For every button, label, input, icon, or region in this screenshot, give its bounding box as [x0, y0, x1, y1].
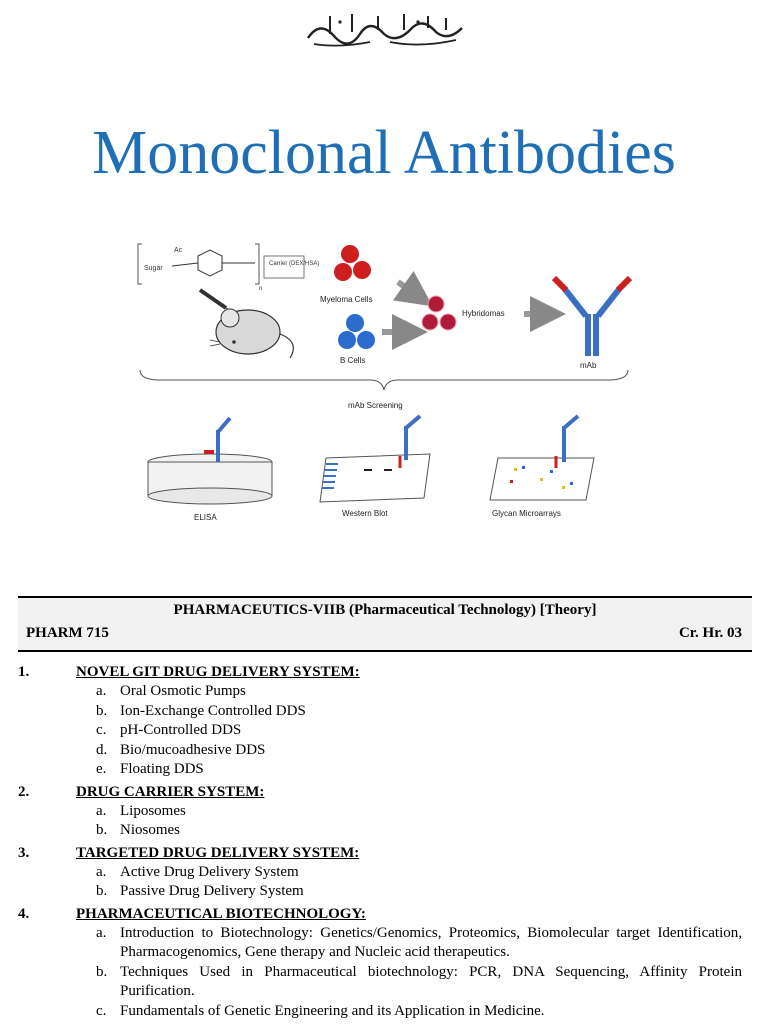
- carrier-label: Carrier (DEX/HSA): [269, 261, 319, 267]
- glycan-label: Glycan Microarrays: [492, 509, 561, 518]
- item-text: Niosomes: [120, 822, 180, 838]
- item-letter: a.: [96, 802, 107, 819]
- list-item: a. Liposomes: [18, 802, 748, 822]
- list-item: e. Floating DDS: [18, 760, 748, 780]
- ac-label: Ac: [174, 247, 183, 254]
- list-item: b. Niosomes: [18, 821, 748, 841]
- screening-label: mAb Screening: [348, 401, 403, 410]
- antibody-icon: [551, 275, 633, 356]
- syllabus-list: 1. NOVEL GIT DRUG DELIVERY SYSTEM: a. Ora…: [18, 662, 748, 1023]
- item-letter: b.: [96, 822, 108, 838]
- section-title: NOVEL GIT DRUG DELIVERY SYSTEM:: [76, 664, 360, 680]
- item-text: Oral Osmotic Pumps: [120, 683, 246, 699]
- item-text: Fundamentals of Genetic Engineering and …: [120, 1002, 545, 1019]
- section-number: 4.: [18, 905, 30, 922]
- course-header: PHARMACEUTICS-VIIB (Pharmaceutical Techn…: [18, 596, 752, 652]
- item-text: pH-Controlled DDS: [120, 722, 242, 738]
- grouping-brace: [139, 369, 629, 391]
- item-letter: b.: [96, 702, 108, 719]
- monoclonal-antibody-figure: Sugar Ac Carrier (DEX/HSA) n Myeloma Cel…: [137, 243, 633, 522]
- item-text: Bio/mucoadhesive DDS: [120, 741, 266, 758]
- section-title: TARGETED DRUG DELIVERY SYSTEM:: [76, 844, 360, 861]
- list-item: b. Techniques Used in Pharmaceutical biot…: [18, 963, 748, 1002]
- list-item: a. Oral Osmotic Pumps: [18, 682, 748, 702]
- list-item: a. Active Drug Delivery System: [18, 863, 748, 883]
- myeloma-cells-icon: [334, 245, 371, 281]
- item-letter: a.: [96, 863, 107, 880]
- page-title: Monoclonal Antibodies: [92, 119, 676, 187]
- elisa-plate-icon: [147, 416, 273, 505]
- section-heading: 2. DRUG CARRIER SYSTEM:: [18, 782, 748, 802]
- section-items: a. Oral Osmotic Pumps b. Ion-Exchange Cont…: [18, 682, 748, 780]
- section-heading: 4. PHARMACEUTICAL BIOTECHNOLOGY:: [18, 904, 748, 924]
- credit-hours: Cr. Hr. 03: [678, 625, 742, 641]
- western-blot-label: Western Blot: [342, 509, 388, 518]
- glycan-microarray-icon: [489, 414, 595, 501]
- item-text: Liposomes: [120, 802, 186, 819]
- course-code: PHARM 715: [26, 625, 109, 641]
- item-text: Active Drug Delivery System: [120, 863, 299, 880]
- list-item: c. pH-Controlled DDS: [18, 721, 748, 741]
- item-letter: a.: [96, 683, 107, 699]
- list-item: b. Ion-Exchange Controlled DDS: [18, 702, 748, 722]
- section-number: 3.: [18, 844, 30, 861]
- item-letter: a.: [96, 924, 107, 941]
- mab-label: mAb: [580, 361, 597, 370]
- b-cells-label: B Cells: [340, 356, 365, 365]
- list-item: a. Introduction to Biotechnology: Genetic…: [18, 924, 748, 963]
- b-cells-icon: [338, 314, 375, 349]
- course-title: PHARMACEUTICS-VIIB (Pharmaceutical Techn…: [173, 602, 597, 618]
- section-number: 2.: [18, 783, 30, 800]
- section-items: a. Active Drug Delivery System b. Passive …: [18, 863, 748, 902]
- chemical-structure: Sugar Ac Carrier (DEX/HSA) n: [137, 243, 319, 292]
- section-items: a. Introduction to Biotechnology: Genetic…: [18, 924, 748, 1022]
- item-letter: c.: [96, 722, 107, 738]
- mouse-icon: [209, 308, 294, 359]
- arrow-icon: [392, 270, 433, 307]
- item-text: Ion-Exchange Controlled DDS: [120, 702, 306, 719]
- item-letter: b.: [96, 963, 108, 980]
- item-text: Techniques Used in Pharmaceutical biotec…: [120, 963, 742, 1000]
- list-item: b. Passive Drug Delivery System: [18, 882, 748, 902]
- item-letter: c.: [96, 1002, 107, 1019]
- section-items: a. Liposomes b. Niosomes: [18, 802, 748, 841]
- n-label: n: [259, 286, 262, 292]
- section-title: DRUG CARRIER SYSTEM:: [76, 783, 265, 800]
- item-letter: d.: [96, 741, 108, 758]
- hybridomas-label: Hybridomas: [462, 309, 505, 318]
- myeloma-label: Myeloma Cells: [320, 295, 372, 304]
- item-text: Introduction to Biotechnology: Genetics/…: [120, 924, 742, 961]
- section-heading: 1. NOVEL GIT DRUG DELIVERY SYSTEM:: [18, 662, 748, 682]
- western-blot-icon: [319, 414, 431, 503]
- item-text: Passive Drug Delivery System: [120, 883, 304, 899]
- item-letter: e.: [96, 761, 107, 777]
- section-heading: 3. TARGETED DRUG DELIVERY SYSTEM:: [18, 843, 748, 863]
- elisa-label: ELISA: [194, 513, 217, 522]
- section-title: PHARMACEUTICAL BIOTECHNOLOGY:: [76, 905, 366, 922]
- bismillah-calligraphy: [307, 14, 463, 47]
- hybridoma-cells-icon: [421, 295, 457, 331]
- sugar-label: Sugar: [144, 265, 163, 272]
- list-item: d. Bio/mucoadhesive DDS: [18, 741, 748, 761]
- item-letter: b.: [96, 883, 108, 899]
- list-item: c. Fundamentals of Genetic Engineering an…: [18, 1002, 748, 1022]
- item-text: Floating DDS: [120, 761, 204, 777]
- section-number: 1.: [18, 664, 30, 680]
